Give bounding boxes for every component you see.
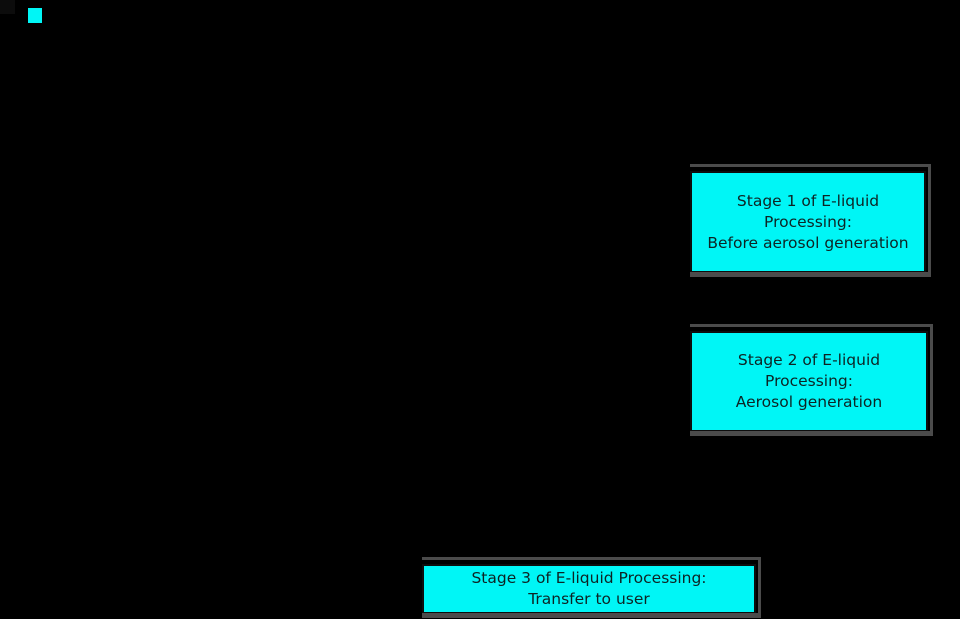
stage-3-line-1: Stage 3 of E-liquid Processing: — [471, 569, 707, 587]
stage-2-line-2: Processing: — [765, 372, 853, 390]
stage-2-node: Stage 2 of E-liquid Processing: Aerosol … — [690, 324, 933, 436]
stage-1-node: Stage 1 of E-liquid Processing: Before a… — [690, 164, 931, 277]
stage-3-node: Stage 3 of E-liquid Processing: Transfer… — [422, 557, 761, 618]
stage-1-line-3: Before aerosol generation — [707, 233, 909, 252]
stage-2-line-3: Aerosol generation — [735, 393, 883, 411]
cyan-marker-square — [28, 8, 42, 23]
stage-1-line-2: Processing: — [764, 212, 852, 231]
stage-3-line-2: Transfer to user — [528, 590, 650, 608]
corner-artifact — [0, 0, 15, 14]
stage-1-line-1: Stage 1 of E-liquid — [736, 191, 880, 210]
stage-2-line-1: Stage 2 of E-liquid — [737, 351, 881, 369]
